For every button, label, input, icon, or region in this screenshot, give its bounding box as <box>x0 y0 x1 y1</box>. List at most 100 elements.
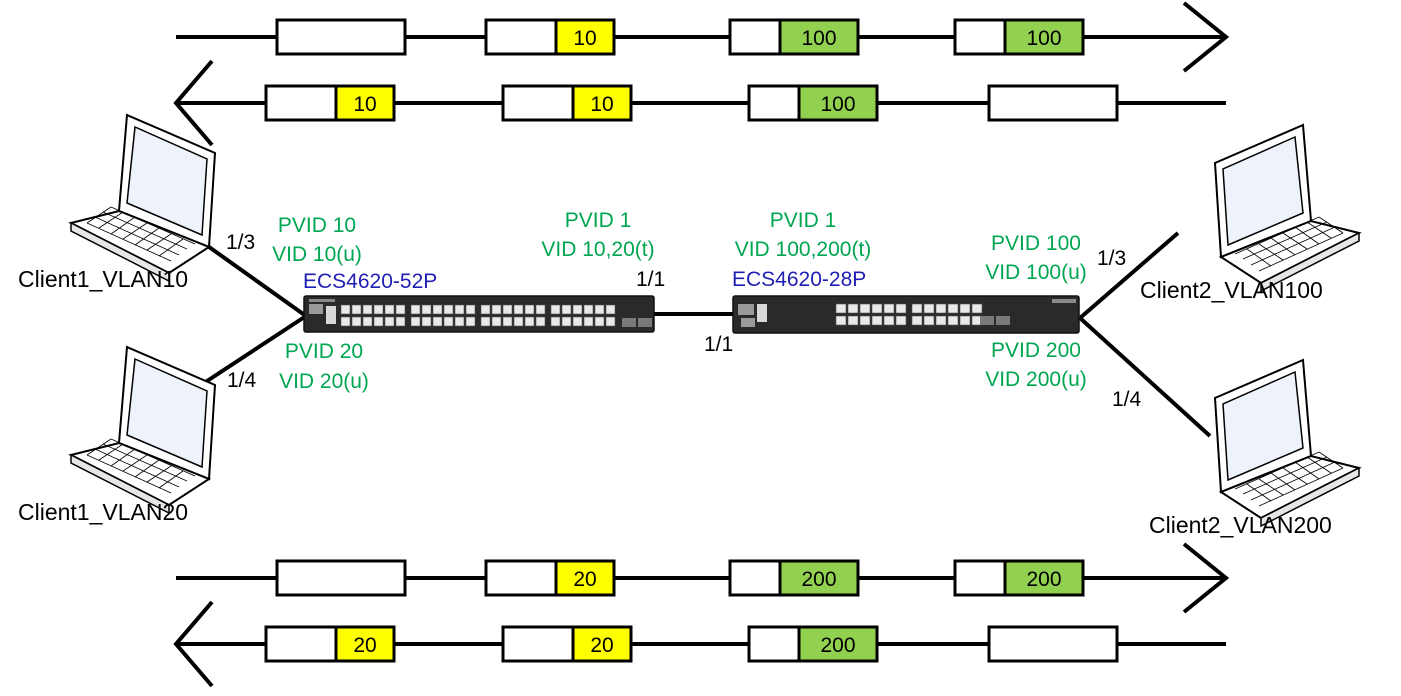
vlan-tag-label: 10 <box>573 27 596 50</box>
port-icon <box>384 304 395 315</box>
ethernet-frame: 20 <box>501 625 633 663</box>
port-icon <box>502 316 513 327</box>
vlan-tag <box>797 84 879 122</box>
arrow-right-icon <box>1182 542 1230 614</box>
vlan-tag <box>554 18 616 56</box>
link-client1-vlan20 <box>202 314 308 385</box>
port-1-3-right-label: 1/3 <box>1097 247 1127 270</box>
vlan-tag-label: 100 <box>820 93 855 116</box>
switch-left-model: ECS4620-52P <box>303 270 438 293</box>
port-icon <box>550 316 561 327</box>
port-icon <box>605 316 616 327</box>
ethernet-frame: 10 <box>484 18 616 56</box>
switch-ecs4620-28p-icon <box>732 295 1080 334</box>
port-1-4-label: 1/4 <box>227 369 257 392</box>
port-1-4-vid-label: VID 20(u) <box>279 370 369 393</box>
port-1-4-right-vid-label: VID 200(u) <box>985 368 1087 391</box>
ethernet-frame: 200 <box>953 559 1085 597</box>
frame-row: 10 10 100 <box>173 59 1226 147</box>
link-client2-vlan100 <box>1078 231 1180 320</box>
port-icon <box>883 303 895 314</box>
laptop-icon <box>1214 124 1360 292</box>
vlan-tag-label: 20 <box>590 634 613 657</box>
port-icon <box>443 316 454 327</box>
ethernet-frame: 100 <box>747 84 879 122</box>
port-icon <box>895 303 907 314</box>
port-icon <box>454 316 465 327</box>
vlan-tag-label: 100 <box>1026 27 1061 50</box>
vlan-tag <box>554 559 616 597</box>
uplink-left-vid-label: VID 10,20(t) <box>541 238 655 261</box>
port-icon <box>351 316 362 327</box>
port-icon <box>524 304 535 315</box>
port-icon <box>911 315 923 326</box>
uplink-right-vid-label: VID 100,200(t) <box>734 238 872 261</box>
laptop-icon <box>70 114 216 282</box>
arrow-left-icon <box>173 59 214 147</box>
vlan-tag <box>1003 559 1085 597</box>
vlan-tag-label: 20 <box>573 568 596 591</box>
port-icon <box>465 316 476 327</box>
port-icon <box>340 304 351 315</box>
ethernet-frame: 20 <box>484 559 616 597</box>
port-icon <box>432 316 443 327</box>
vlan-tag-label: 200 <box>820 634 855 657</box>
ethernet-frame: 10 <box>264 84 396 122</box>
port-icon <box>362 316 373 327</box>
ethernet-frame <box>275 18 407 56</box>
port-group <box>340 304 616 327</box>
port-icon <box>572 316 583 327</box>
port-icon <box>524 316 535 327</box>
port-icon <box>835 303 847 314</box>
port-icon <box>859 315 871 326</box>
port-icon <box>923 315 935 326</box>
port-icon <box>491 316 502 327</box>
port-icon <box>561 304 572 315</box>
port-icon <box>947 315 959 326</box>
client2-vlan100-label: Client2_VLAN100 <box>1140 277 1323 303</box>
port-icon <box>421 316 432 327</box>
port-1-3-right-vid-label: VID 100(u) <box>985 261 1087 284</box>
vlan-tag-label: 10 <box>353 93 376 116</box>
switch-right-model: ECS4620-28P <box>732 268 867 291</box>
frame-box <box>987 84 1119 122</box>
frame-box <box>275 18 407 56</box>
port-icon <box>923 303 935 314</box>
port-1-3-vid-label: VID 10(u) <box>272 243 362 266</box>
uplink-left-port-label: 1/1 <box>636 268 666 291</box>
vlan-tag <box>797 625 879 663</box>
port-icon <box>859 303 871 314</box>
port-icon <box>935 315 947 326</box>
arrow-left-icon <box>173 600 214 688</box>
ethernet-frame: 200 <box>747 625 879 663</box>
port-icon <box>871 303 883 314</box>
vlan-tag <box>778 18 860 56</box>
frame-row: 10 100 100 <box>176 1 1230 73</box>
port-icon <box>583 304 594 315</box>
port-icon <box>421 304 432 315</box>
arrow-right-icon <box>1182 1 1230 73</box>
port-icon <box>535 304 546 315</box>
port-icon <box>340 316 351 327</box>
ethernet-frame: 200 <box>728 559 860 597</box>
port-icon <box>395 304 406 315</box>
vlan-tag <box>334 625 396 663</box>
uplink-right-port-label: 1/1 <box>704 333 734 356</box>
ethernet-frame: 100 <box>953 18 1085 56</box>
port-icon <box>443 304 454 315</box>
ethernet-frame <box>275 559 407 597</box>
ethernet-frame: 100 <box>728 18 860 56</box>
laptop-icon <box>70 346 216 514</box>
port-icon <box>502 304 513 315</box>
port-icon <box>594 304 605 315</box>
ethernet-frame: 10 <box>501 84 633 122</box>
port-1-3-label: 1/3 <box>226 231 256 254</box>
port-icon <box>395 316 406 327</box>
port-icon <box>605 304 616 315</box>
port-icon <box>594 316 605 327</box>
vlan-tag-label: 200 <box>1026 568 1061 591</box>
uplink-left-pvid-label: PVID 1 <box>564 209 632 232</box>
